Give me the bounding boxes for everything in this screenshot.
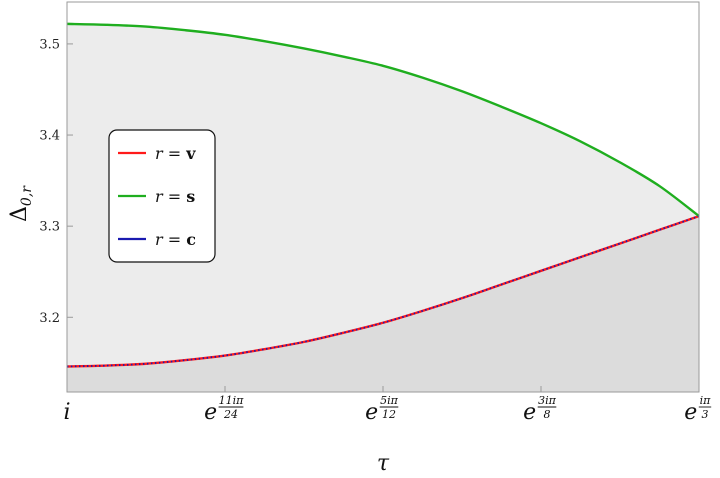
y-axis: 3.2 3.3 3.4 3.5 [39, 37, 73, 326]
x-tick-exponent-numerator: iπ [700, 394, 712, 407]
svg-text:Δ0,r: Δ0,r [7, 185, 35, 222]
y-axis-title: Δ0,r [7, 185, 35, 222]
region-between-curves [67, 23, 699, 367]
legend-box [108, 129, 216, 263]
y-tick-label: 3.4 [39, 129, 60, 144]
x-axis-title: τ [377, 451, 390, 476]
y-tick-label: 3.5 [39, 37, 60, 52]
x-tick-exponent-numerator: 5iπ [380, 394, 399, 407]
region-below-lower [67, 216, 699, 392]
legend: r = v r = s r = c [108, 129, 216, 263]
series-line-s [66, 22, 700, 218]
legend-item-v: r = v [118, 144, 196, 163]
legend-label: r = c [155, 230, 196, 249]
x-tick-base: e [684, 400, 697, 425]
x-tick-base: i [63, 400, 70, 425]
region-fills [67, 23, 699, 392]
y-axis-title-main: Δ [7, 206, 32, 222]
x-tick-exponent-denominator: 24 [223, 408, 238, 421]
x-tick-exponent-numerator: 11iπ [219, 394, 245, 407]
legend-label: r = s [155, 187, 195, 206]
y-tick-label: 3.3 [39, 220, 60, 235]
x-tick-exponent-numerator: 3iπ [538, 394, 557, 407]
series-lines [66, 22, 700, 368]
legend-item-s: r = s [118, 187, 195, 206]
x-tick-base: e [204, 400, 217, 425]
x-tick-label: i [63, 400, 70, 425]
x-tick-exponent-denominator: 3 [702, 408, 709, 421]
y-axis-title-sub: 0,r [19, 185, 35, 206]
y-tick-label: 3.2 [39, 311, 60, 326]
legend-item-c: r = c [118, 230, 196, 249]
series-line-c [66, 215, 700, 368]
x-tick-base: e [365, 400, 378, 425]
x-tick-exponent-denominator: 12 [382, 408, 396, 421]
x-tick-base: e [523, 400, 536, 425]
x-tick-exponent-denominator: 8 [544, 408, 551, 421]
legend-label: r = v [155, 144, 196, 163]
